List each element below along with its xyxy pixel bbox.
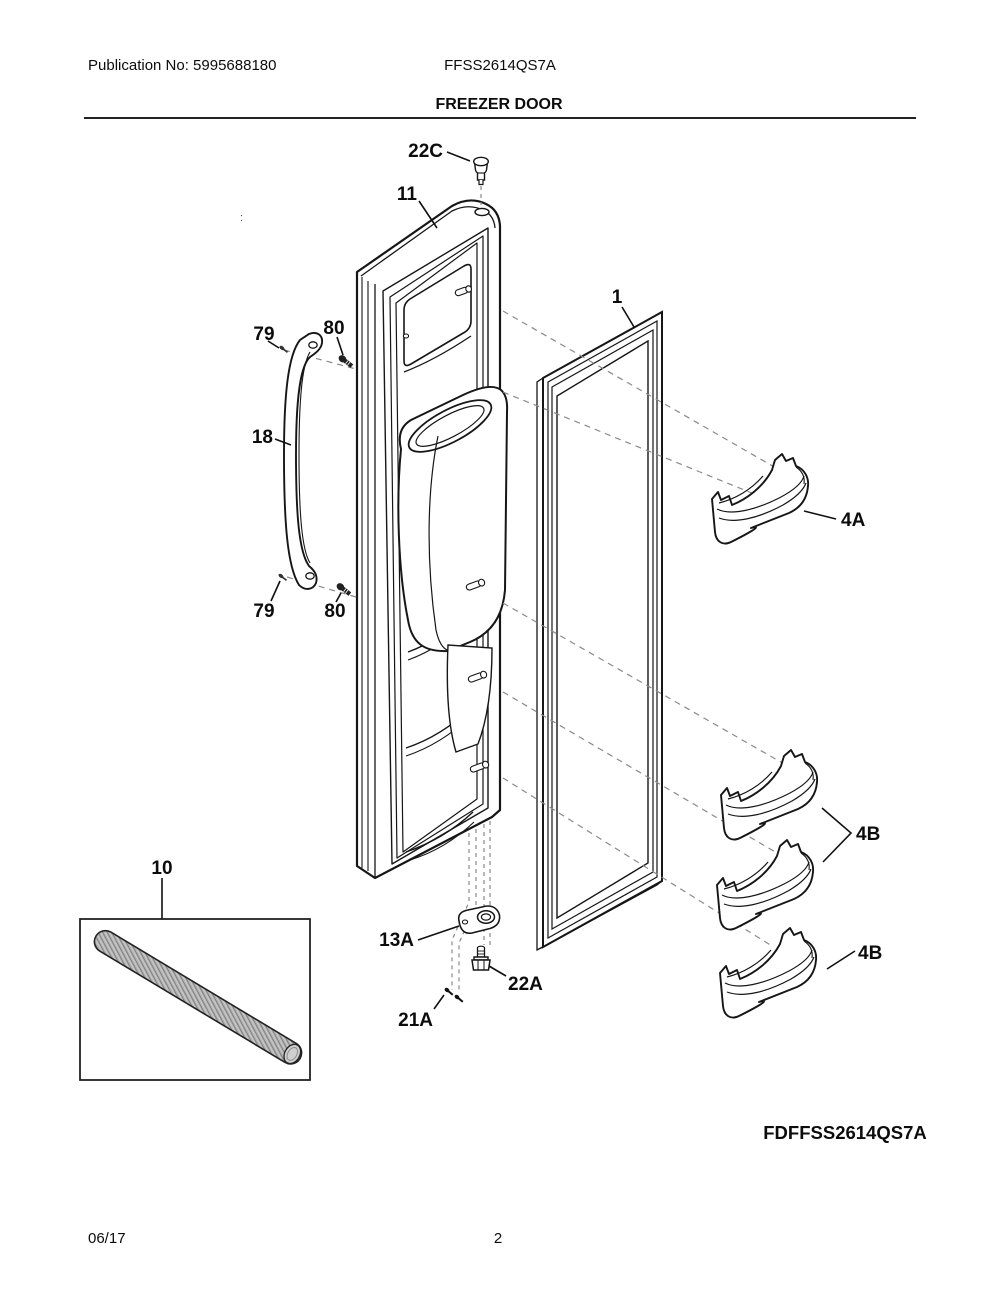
part-10-inset-box <box>79 918 311 1081</box>
door-bin-4b-2 <box>716 839 815 931</box>
callout-1: 1 <box>612 287 623 308</box>
callout-13a: 13A <box>379 930 414 951</box>
model-number: FFSS2614QS7A <box>444 57 556 74</box>
page-footer: 06/17 2 <box>88 1230 502 1247</box>
bottom-hinge-plate-13a <box>457 905 501 935</box>
callout-18: 18 <box>252 427 273 448</box>
callout-4b-upper: 4B <box>856 824 880 845</box>
page-header: Publication No: 5995688180 FFSS2614QS7A … <box>84 57 916 119</box>
door-top-pin-hole <box>474 207 490 217</box>
door-bin-4a <box>711 453 810 545</box>
footer-page-number: 2 <box>494 1230 502 1247</box>
freezer-door-part <box>355 199 509 880</box>
door-handle-part <box>278 332 357 598</box>
stray-mark: : <box>240 212 243 224</box>
top-hinge-pin-22c <box>473 156 490 205</box>
callout-22c: 22C <box>408 141 443 162</box>
publication-number: Publication No: 5995688180 <box>88 57 276 74</box>
diagram-code: FDFFSS2614QS7A <box>763 1122 926 1143</box>
callout-10: 10 <box>151 858 172 879</box>
callout-79-bottom: 79 <box>253 601 274 622</box>
handle-screw-79-bottom <box>278 573 288 581</box>
bottom-hinge-group <box>444 821 501 1003</box>
callout-21a: 21A <box>398 1010 433 1031</box>
hinge-screws-21a <box>444 987 464 1003</box>
callout-80-top: 80 <box>323 318 344 339</box>
door-shelf-pegs <box>465 578 490 773</box>
hinge-pin-22a <box>471 945 491 971</box>
handle-screw-79-top <box>279 345 289 353</box>
dispenser-funnel <box>446 644 493 753</box>
callouts: 22C 11 79 80 18 79 80 1 4A 4B 4B 10 13A … <box>151 141 882 1031</box>
tube-part-10 <box>93 929 303 1065</box>
section-title: FREEZER DOOR <box>435 96 563 113</box>
footer-date: 06/17 <box>88 1230 126 1247</box>
door-bin-4b-1 <box>720 749 819 841</box>
door-bin-4b-3 <box>719 927 818 1019</box>
door-gasket-part <box>536 310 663 952</box>
callout-4a: 4A <box>841 510 866 531</box>
handle-screw-80-top <box>338 355 354 368</box>
door-upper-recess <box>402 263 473 367</box>
callout-11: 11 <box>397 184 418 205</box>
callout-80-bottom: 80 <box>324 601 345 622</box>
handle-screw-80-bottom <box>336 583 352 596</box>
dispenser-opening <box>407 399 493 453</box>
callout-22a: 22A <box>508 974 543 995</box>
callout-4b-lower: 4B <box>858 943 882 964</box>
callout-79-top: 79 <box>253 324 274 345</box>
